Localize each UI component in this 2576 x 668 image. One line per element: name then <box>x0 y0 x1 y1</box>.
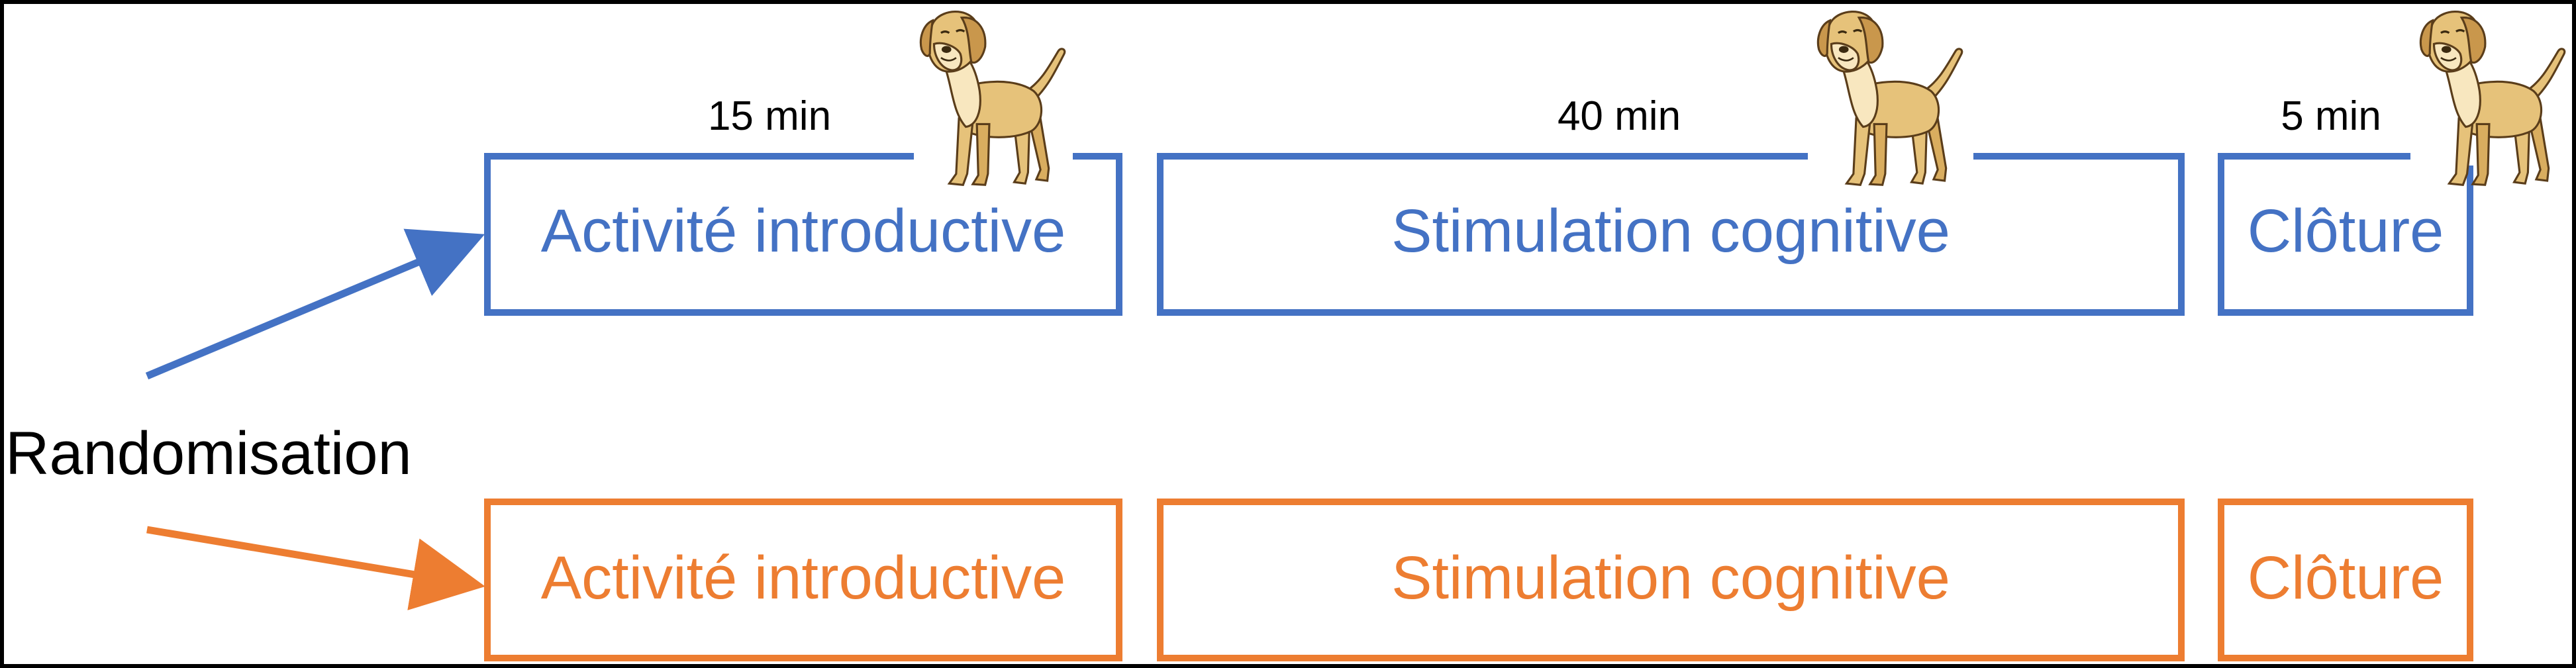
randomisation-label: Randomisation <box>5 420 412 487</box>
group-2: Activité introductive Stimulation cognit… <box>484 499 2473 661</box>
group-1-phase-label: Activité introductive <box>541 197 1066 265</box>
group-2-phase-label: Clôture <box>2248 544 2444 612</box>
group-2-phase-box <box>1157 499 2185 661</box>
group-1-phase-label: Clôture <box>2248 197 2444 265</box>
group-1-phase-box <box>2218 153 2473 316</box>
group-2-phase-label: Activité introductive <box>541 544 1066 612</box>
group-1-phase-duration: 15 min <box>708 93 831 139</box>
arrow-to-group-2 <box>146 526 485 610</box>
group-2-phase-label: Stimulation cognitive <box>1391 544 1950 612</box>
group-2-phase-box <box>2218 499 2473 661</box>
group-1-phase-box <box>1157 153 2185 316</box>
group-1-phase-duration: 40 min <box>1558 93 1681 139</box>
group-1-phase-duration: 5 min <box>2281 93 2381 139</box>
group-2-phase-box <box>484 499 1122 661</box>
group-1: Activité introductive 15 min Stimulation… <box>484 11 2566 316</box>
group-1-phase-box <box>484 153 1122 316</box>
arrow-to-group-1 <box>145 228 485 380</box>
group-1-phase-label: Stimulation cognitive <box>1391 197 1950 265</box>
